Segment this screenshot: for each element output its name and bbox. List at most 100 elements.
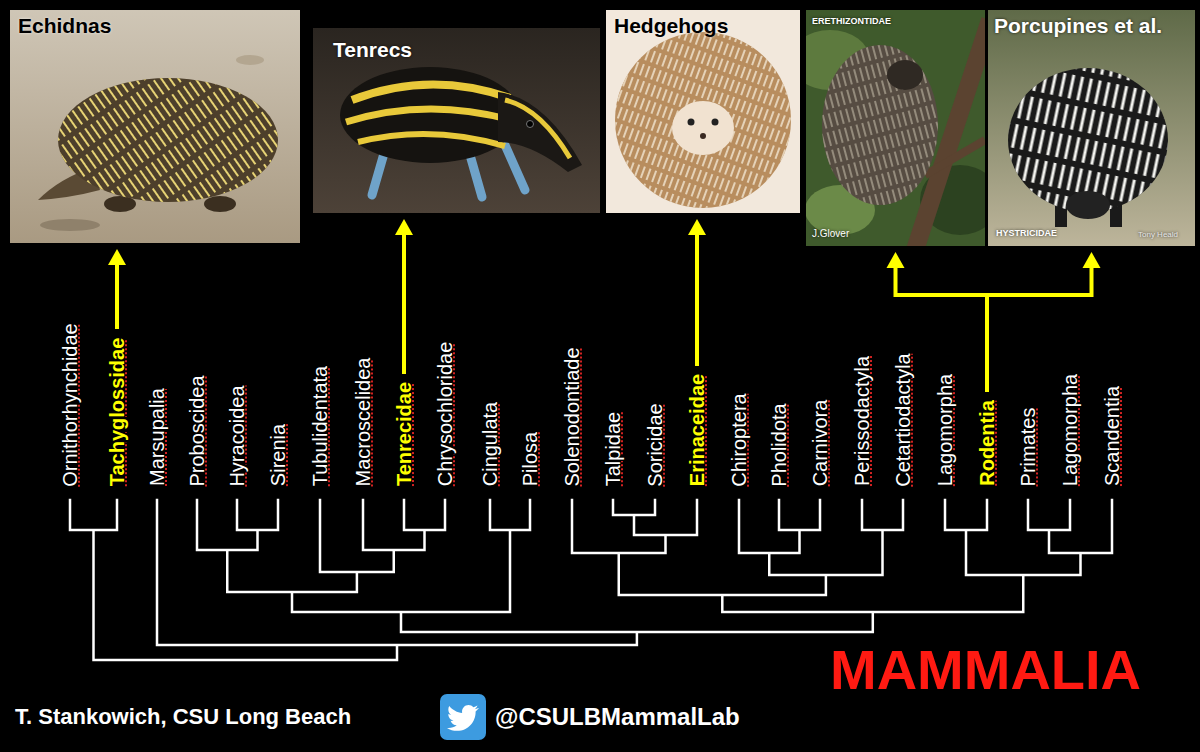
echidna-body xyxy=(58,78,278,202)
photo-panel: Tenrecs xyxy=(313,28,600,213)
porcupine-body xyxy=(822,45,938,205)
pebble xyxy=(40,219,100,231)
panel-title: Echidnas xyxy=(18,14,111,38)
taxon-name: Ornithorhynchidae xyxy=(58,323,82,486)
taxon-label: Proboscidea xyxy=(183,371,211,490)
taxon-label: Solenodontiade xyxy=(558,343,586,490)
taxon-name: Marsupalia xyxy=(145,388,169,486)
tenrec-leg xyxy=(470,155,482,197)
taxon-label: Soricidae xyxy=(641,399,669,490)
connector-line xyxy=(695,234,699,366)
arrowhead xyxy=(688,219,706,235)
taxon-name: Primates xyxy=(1016,407,1040,486)
taxon-label: Lagomorpha xyxy=(1056,370,1084,490)
tenrec-head xyxy=(498,92,582,172)
photo-ground xyxy=(10,10,300,243)
taxon-name: Carnivora xyxy=(808,399,832,486)
twitter-icon xyxy=(440,694,486,740)
taxon-label: Ornithorhynchidae xyxy=(56,319,84,490)
taxon-label: Hyracoidea xyxy=(223,381,251,490)
porcupine-quills xyxy=(1008,68,1168,212)
tenrec-leg xyxy=(505,145,525,190)
taxon-label: Chrysochloridae xyxy=(431,337,459,490)
taxon-name: Scandentia xyxy=(1100,386,1124,486)
hedgehog-eye xyxy=(688,119,695,126)
hedgehog-spines xyxy=(615,32,791,208)
cladogram xyxy=(70,500,1112,660)
panel-caption: HYSTRICIDAE xyxy=(996,228,1057,238)
taxon-name: Tubulidentata xyxy=(308,366,332,486)
hedgehog-eye xyxy=(712,119,719,126)
arrowhead xyxy=(108,249,126,265)
photo-ground xyxy=(313,28,600,213)
connector-line xyxy=(402,234,406,374)
photo-ground xyxy=(606,10,800,213)
taxon-label: Pilosa xyxy=(516,428,544,490)
tenrec-stripe xyxy=(505,100,570,158)
highlighted-taxon: Erinaceidae xyxy=(683,370,711,490)
taxon-label: Chiroptera xyxy=(725,389,753,490)
taxon-name: Chiroptera xyxy=(727,393,751,486)
hystricid-photo xyxy=(988,10,1195,246)
taxon-name: Pilosa xyxy=(518,432,542,486)
taxon-label: Pholidota xyxy=(765,399,793,490)
hedgehog-face xyxy=(672,101,734,155)
taxon-label: Cingulata xyxy=(476,397,504,490)
tenrec-leg xyxy=(372,150,385,195)
highlighted-taxon: Rodentia xyxy=(973,396,1001,490)
tenrec-stripe xyxy=(346,109,518,122)
tenrec-eye xyxy=(527,121,534,128)
porcupine-body xyxy=(1008,68,1168,212)
taxon-name: Erinaceidae xyxy=(685,374,709,486)
panel-title: Tenrecs xyxy=(333,38,412,62)
taxon-name: Cetartiodactyla xyxy=(891,353,915,486)
taxon-name: Pholidota xyxy=(767,403,791,486)
diagram-title-label: MAMMALIA xyxy=(830,642,1141,698)
taxon-label: Talpidae xyxy=(599,407,627,490)
photo-panel: ERETHIZONTIDAEJ.Glover xyxy=(806,10,985,246)
pebble xyxy=(236,55,264,65)
arrowhead xyxy=(887,252,905,268)
taxon-name: Rodentia xyxy=(975,400,999,486)
erethizontid-photo xyxy=(806,10,985,246)
taxon-name: Solenodontiade xyxy=(560,347,584,486)
taxon-label: Scandentia xyxy=(1098,382,1126,490)
twitter-handle: @CSULBMammalLab xyxy=(495,705,740,729)
arrow-connector xyxy=(688,219,706,366)
twitter-bird xyxy=(447,705,479,731)
taxon-name: Lagomorpha xyxy=(933,374,957,486)
taxon-label: Tubulidentata xyxy=(306,362,334,490)
panel-caption: Tony Heald xyxy=(1138,230,1178,239)
photo-ground xyxy=(988,10,1195,246)
photo-panel: Echidnas xyxy=(10,10,300,243)
taxon-label: Cetartiodactyla xyxy=(889,349,917,490)
hedgehog-nose xyxy=(700,133,706,139)
taxon-name: Hyracoidea xyxy=(225,385,249,486)
arrow-connector xyxy=(395,219,413,374)
panel-title: Porcupines et al. xyxy=(994,14,1162,38)
author-credit: T. Stankowich, CSU Long Beach xyxy=(15,706,351,728)
porcupine-face xyxy=(887,60,923,90)
taxon-name: Chrysochloridae xyxy=(433,341,457,486)
hedgehog-body xyxy=(615,32,791,208)
porcupine-face xyxy=(1066,191,1110,219)
echidna-photo xyxy=(10,10,300,243)
taxon-name: Tachyglossidae xyxy=(105,337,129,486)
photo-panel: Hedgehogs xyxy=(606,10,800,213)
taxon-label: Perissodactyla xyxy=(848,352,876,490)
taxon-name: Perissodactyla xyxy=(850,356,874,486)
taxon-name: Tenrecidae xyxy=(392,382,416,486)
taxon-label: Sirenia xyxy=(264,420,292,490)
tenrec-stripe xyxy=(352,84,510,100)
arrow-connector xyxy=(987,252,1101,392)
photo-panel: Porcupines et al. HYSTRICIDAE Tony Heald xyxy=(988,10,1195,246)
taxon-label: Lagomorpha xyxy=(931,370,959,490)
panel-title: Hedgehogs xyxy=(614,14,728,38)
porcupine-quills xyxy=(822,45,938,205)
taxon-label: Macroscelidea xyxy=(349,353,377,490)
connector-line xyxy=(987,267,1092,392)
taxon-name: Sirenia xyxy=(266,424,290,486)
arrowhead xyxy=(395,219,413,235)
